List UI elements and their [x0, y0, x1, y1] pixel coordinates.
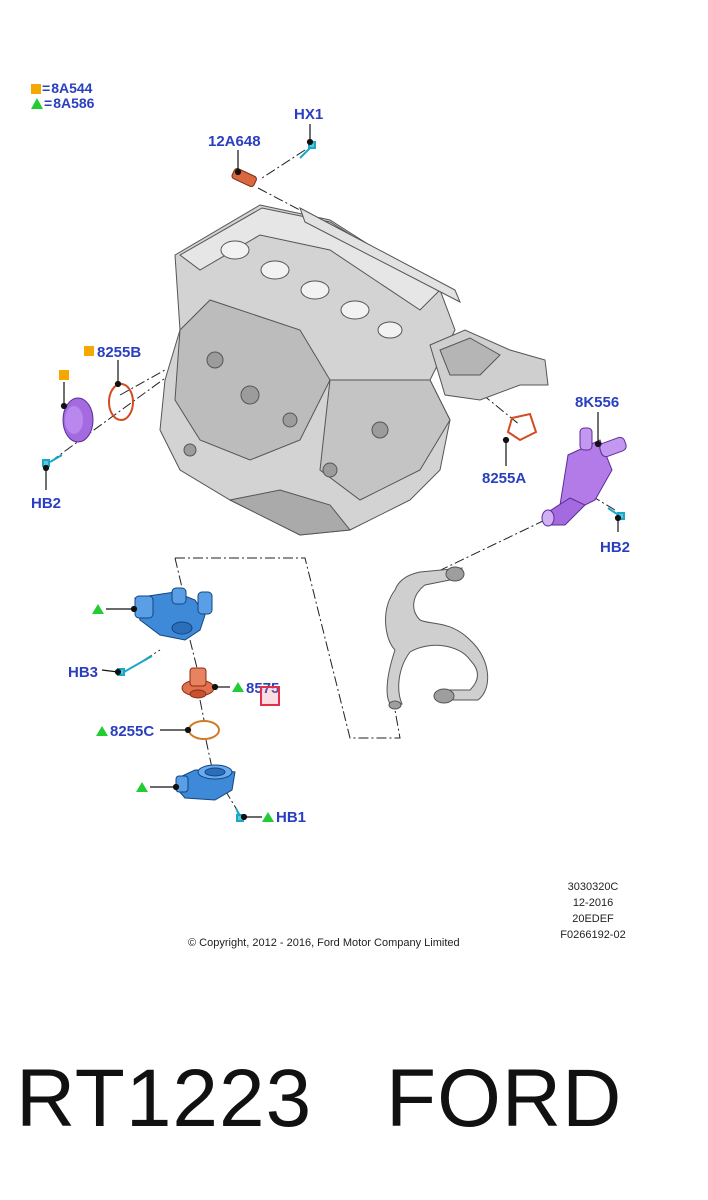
drawing-metadata: 3030320C 12-2016 20EDEF F0266192-02	[548, 879, 638, 943]
engine-block	[159, 204, 549, 536]
legend-item-square: =8A544	[31, 80, 92, 96]
thermostat-housing-lower	[175, 764, 236, 801]
callout-hb2-left[interactable]: HB2	[31, 495, 62, 512]
thermostat-housing-upper	[134, 587, 213, 641]
housing-8k556	[541, 427, 627, 527]
drawing-code: 3030320C	[567, 881, 619, 893]
legend-item-triangle: =8A586	[31, 95, 94, 111]
copyright-notice: © Copyright, 2012 - 2016, Ford Motor Com…	[188, 937, 460, 949]
part-number: RT1223	[16, 1053, 313, 1144]
oring-8255c	[188, 720, 220, 740]
drawing-ref: 20EDEF	[572, 913, 614, 925]
callout-hx1[interactable]: HX1	[294, 106, 324, 123]
exploded-parts-diagram	[42, 124, 627, 822]
callout-12a648[interactable]: 12A648	[208, 133, 261, 150]
gasket-8255a	[506, 412, 538, 442]
green-triangle-icon	[31, 98, 43, 109]
callout-hb2-right[interactable]: HB2	[600, 539, 631, 556]
orange-square-icon	[31, 84, 41, 94]
callout-8k556[interactable]: 8K556	[575, 394, 620, 411]
drawing-figure-id: F0266192-02	[560, 929, 626, 941]
thermostat-8575	[181, 667, 215, 699]
bolt-hx1	[299, 141, 316, 159]
highlight-box	[260, 686, 280, 706]
bolt-hb3	[117, 655, 153, 676]
callout-8575[interactable]: 8575	[246, 680, 280, 697]
legend-code: 8A586	[53, 95, 95, 111]
drawing-date: 12-2016	[572, 897, 614, 909]
callout-8255b[interactable]: 8255B	[97, 344, 142, 361]
callout-8255a[interactable]: 8255A	[482, 470, 527, 487]
bolt-hb2-left	[42, 454, 63, 467]
callout-8255c[interactable]: 8255C	[110, 723, 155, 740]
legend-code: 8A544	[51, 80, 93, 96]
cover-plate-left	[62, 397, 94, 443]
gasket-8255b	[108, 383, 134, 421]
coolant-hose	[385, 566, 489, 710]
callout-hb1[interactable]: HB1	[276, 809, 307, 826]
sensor-12a648	[231, 167, 257, 188]
brand-name: FORD	[386, 1053, 623, 1144]
callout-hb3[interactable]: HB3	[68, 664, 99, 681]
